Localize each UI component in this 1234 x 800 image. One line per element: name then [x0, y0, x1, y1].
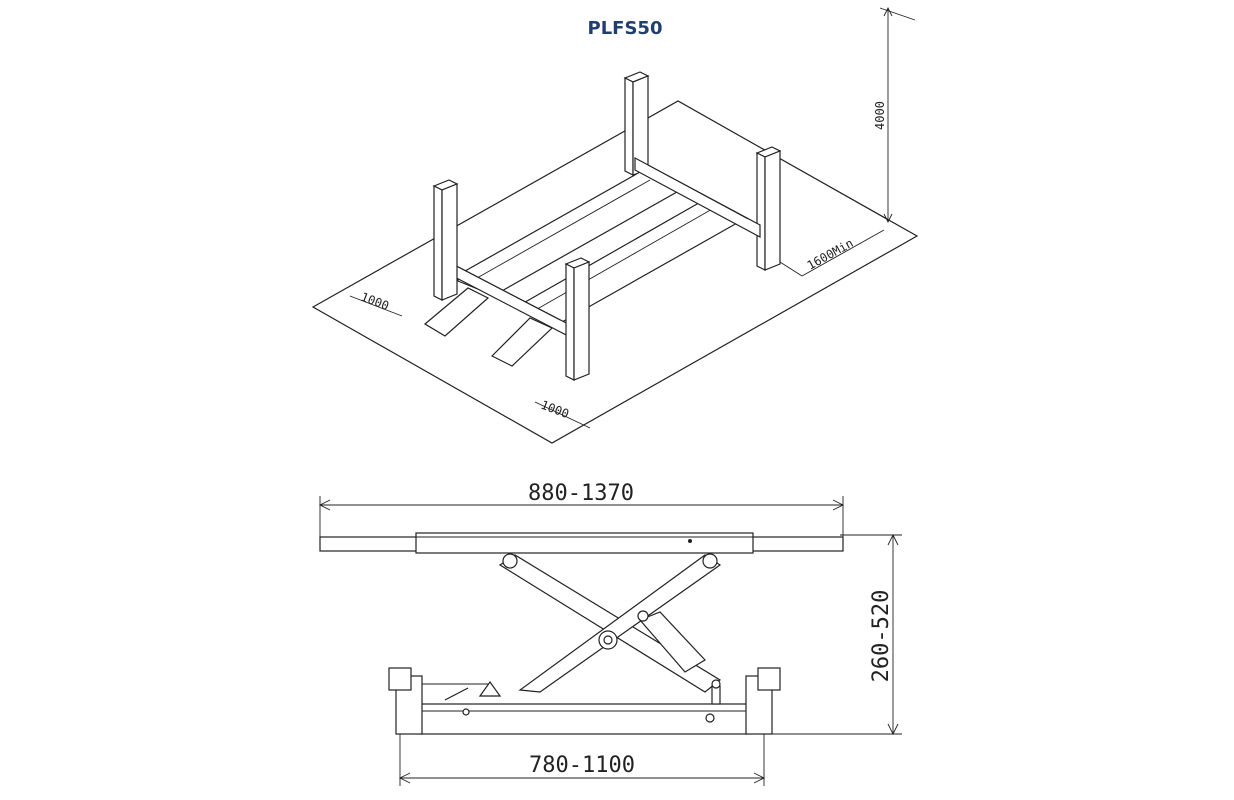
approach-ramp-right — [490, 317, 554, 367]
front-clearance-dimension: 1000 — [534, 398, 591, 429]
front-left-post — [432, 179, 459, 301]
side-dim-label: 1600Min — [805, 236, 856, 273]
four-post-lift-isometric: 4000 1600Min 1000 1000 — [311, 6, 919, 444]
left-clearance-dimension: 1000 — [349, 290, 403, 317]
front-right-post — [564, 257, 591, 381]
bottom-width-label: 780-1100 — [529, 753, 635, 778]
hydraulic-cylinder — [638, 611, 706, 673]
top-width-dimension: 880-1370 — [318, 481, 845, 538]
height-range-label: 260-520 — [869, 590, 894, 683]
top-pivot-right — [702, 553, 718, 569]
diagram-title: PLFS50 — [587, 18, 663, 39]
left-foot — [388, 667, 490, 735]
left-dim-label: 1000 — [359, 290, 391, 313]
height-dim-label: 4000 — [873, 101, 887, 130]
approach-ramp-left — [423, 287, 490, 337]
side-clearance-dimension: 1600Min — [779, 229, 885, 277]
height-dimension: 4000 — [873, 6, 916, 224]
top-width-label: 880-1370 — [528, 481, 634, 506]
rear-right-post — [755, 146, 782, 271]
floor-area-outline — [311, 100, 919, 444]
base-frame — [419, 703, 749, 735]
front-dim-label: 1000 — [539, 398, 571, 421]
release-valve — [711, 685, 721, 705]
top-beam — [415, 532, 754, 554]
runway-right — [518, 199, 748, 329]
rear-left-post — [623, 71, 650, 176]
cylinder-pivot — [637, 610, 649, 622]
pump-mount — [478, 680, 502, 697]
height-range-dimension: 260-520 — [762, 533, 902, 736]
rear-crossbeam — [634, 156, 761, 239]
top-pivot-left — [502, 553, 518, 569]
bottom-width-dimension: 780-1100 — [398, 734, 766, 786]
right-foot — [745, 667, 781, 735]
pump-handle — [444, 687, 469, 701]
scissor-jack-side-view: 880-1370 — [318, 481, 902, 786]
